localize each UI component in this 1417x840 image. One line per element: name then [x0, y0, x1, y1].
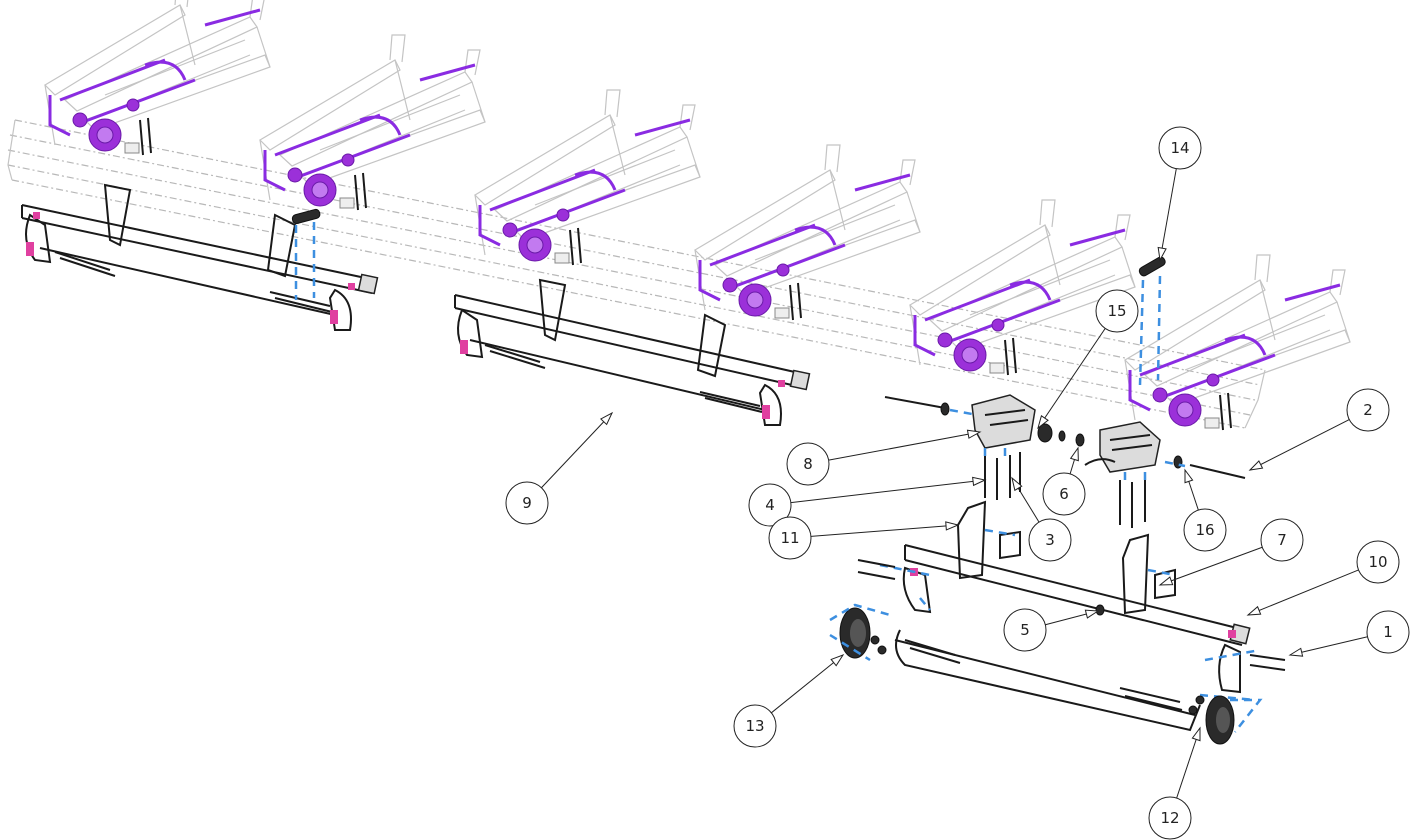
row-unit-3 — [474, 89, 701, 266]
callout-9: 9 — [505, 411, 614, 525]
callout-leader-line — [1247, 569, 1359, 616]
callout-15: 15 — [1037, 289, 1139, 430]
callout-number: 6 — [1059, 485, 1069, 503]
callout-circle — [1356, 540, 1400, 584]
callout-arrowhead — [1069, 446, 1079, 462]
callout-circle — [1095, 289, 1139, 333]
callout-number: 9 — [522, 494, 532, 512]
callout-arrowhead — [600, 411, 614, 426]
row-unit-5 — [909, 199, 1136, 376]
callout-circle — [1148, 796, 1192, 840]
row-unit-4 — [694, 144, 921, 321]
exploded-gauge-pads — [291, 208, 1166, 386]
assembled-axle-middle — [454, 278, 811, 426]
callout-arrowhead — [1184, 468, 1194, 484]
callout-4: 4 — [748, 476, 987, 527]
callout-number: 2 — [1363, 401, 1373, 419]
callout-number: 8 — [803, 455, 813, 473]
callout-number: 1 — [1383, 623, 1393, 641]
callout-leader-line — [810, 524, 959, 537]
callout-1: 1 — [1288, 610, 1410, 657]
callout-number: 16 — [1195, 521, 1214, 539]
callout-2: 2 — [1248, 388, 1390, 471]
assembled-axle-left — [21, 183, 379, 331]
callout-leader-line — [1289, 636, 1368, 656]
callout-7: 7 — [1158, 518, 1304, 586]
callout-number: 12 — [1160, 809, 1179, 827]
callout-number: 7 — [1277, 531, 1287, 549]
callout-leader-line — [771, 654, 844, 714]
callout-number: 13 — [745, 717, 764, 735]
callout-3: 3 — [1011, 476, 1072, 562]
callout-5: 5 — [1003, 608, 1100, 652]
callout-arrowhead — [1037, 415, 1049, 430]
callout-leader-line — [790, 479, 986, 504]
callout-circle — [768, 516, 812, 560]
exploded-axle-assembly — [829, 500, 1286, 745]
callout-circle — [1158, 126, 1202, 170]
callout-number: 14 — [1170, 139, 1189, 157]
callout-leader-line — [1249, 419, 1350, 471]
callout-number: 3 — [1045, 531, 1055, 549]
callout-arrowhead — [830, 654, 845, 667]
callout-13: 13 — [733, 654, 845, 748]
callout-leader-line — [1159, 546, 1263, 586]
callout-arrowhead — [1246, 605, 1262, 616]
callout-circle — [786, 442, 830, 486]
callout-circle — [1366, 610, 1410, 654]
callout-circle — [1346, 388, 1390, 432]
callout-arrowhead — [1248, 460, 1264, 471]
callout-circle — [1260, 518, 1304, 562]
callout-arrowhead — [1084, 609, 1100, 619]
callout-arrowhead — [1011, 476, 1023, 492]
callout-arrowhead — [945, 521, 960, 531]
callout-number: 10 — [1368, 553, 1387, 571]
callout-circle — [1003, 608, 1047, 652]
row-unit-6 — [1124, 254, 1351, 431]
callout-arrowhead — [1191, 726, 1201, 742]
callout-number: 4 — [765, 496, 775, 514]
callout-number: 5 — [1020, 621, 1030, 639]
callout-leader-line — [828, 431, 981, 461]
callout-arrowhead — [1158, 576, 1174, 586]
callout-circle — [1183, 508, 1227, 552]
callout-10: 10 — [1246, 540, 1400, 616]
callout-11: 11 — [768, 516, 960, 560]
callout-12: 12 — [1148, 726, 1201, 840]
callout-circle — [748, 483, 792, 527]
row-unit-2 — [259, 34, 486, 211]
callout-circle — [1042, 472, 1086, 516]
toolbar-frame-ghost — [7, 119, 1266, 429]
row-unit-1 — [44, 0, 271, 156]
callout-16: 16 — [1183, 468, 1227, 552]
callout-circle — [733, 704, 777, 748]
callout-arrowhead — [966, 429, 982, 439]
callout-circle — [1028, 518, 1072, 562]
callout-circle — [505, 481, 549, 525]
exploded-mount-brackets — [884, 394, 1246, 528]
callout-number: 15 — [1107, 302, 1126, 320]
callout-8: 8 — [786, 429, 982, 486]
callout-arrowhead — [1288, 647, 1304, 657]
callout-leader-line — [541, 412, 613, 489]
row-units-group — [44, 0, 1351, 431]
callout-arrowhead — [1157, 246, 1167, 262]
callout-number: 11 — [780, 529, 799, 547]
callout-arrowhead — [972, 476, 987, 487]
callout-leader-line — [1159, 168, 1177, 261]
callout-6: 6 — [1042, 446, 1086, 516]
callout-leader-line — [1037, 328, 1106, 429]
callout-14: 14 — [1157, 126, 1202, 262]
